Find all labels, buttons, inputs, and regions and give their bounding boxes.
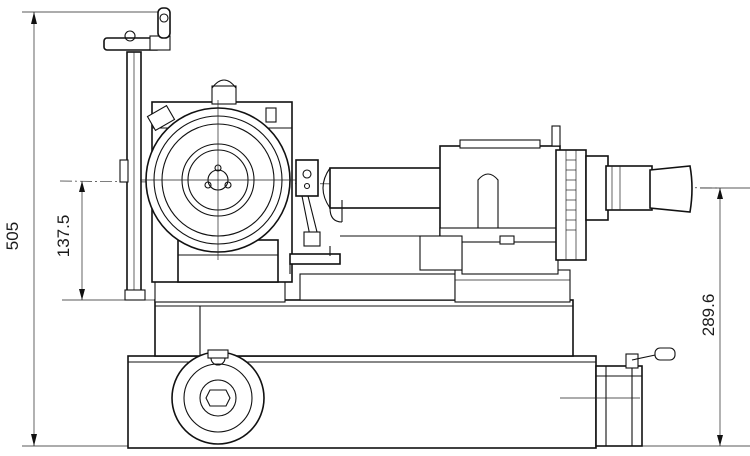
faceplate-wheel xyxy=(140,100,296,260)
dimension-center-height: 137.5 xyxy=(54,181,160,301)
dimension-137-5-label: 137.5 xyxy=(54,215,73,258)
tailstock-head xyxy=(340,139,571,275)
dimension-505-label: 505 xyxy=(3,222,22,250)
dial-ring xyxy=(551,125,587,261)
lower-feed-unit xyxy=(560,347,676,447)
spindle-nose xyxy=(585,155,693,221)
top-crank-handle xyxy=(103,7,171,51)
vertical-column xyxy=(119,51,146,301)
lower-handwheel xyxy=(171,349,265,445)
quill-tube xyxy=(322,167,443,223)
dimension-overall-height: 505 xyxy=(3,11,165,447)
dimension-base-to-center: 289.6 xyxy=(640,187,750,447)
dimension-289-6-label: 289.6 xyxy=(699,294,718,337)
index-bracket xyxy=(289,159,341,274)
